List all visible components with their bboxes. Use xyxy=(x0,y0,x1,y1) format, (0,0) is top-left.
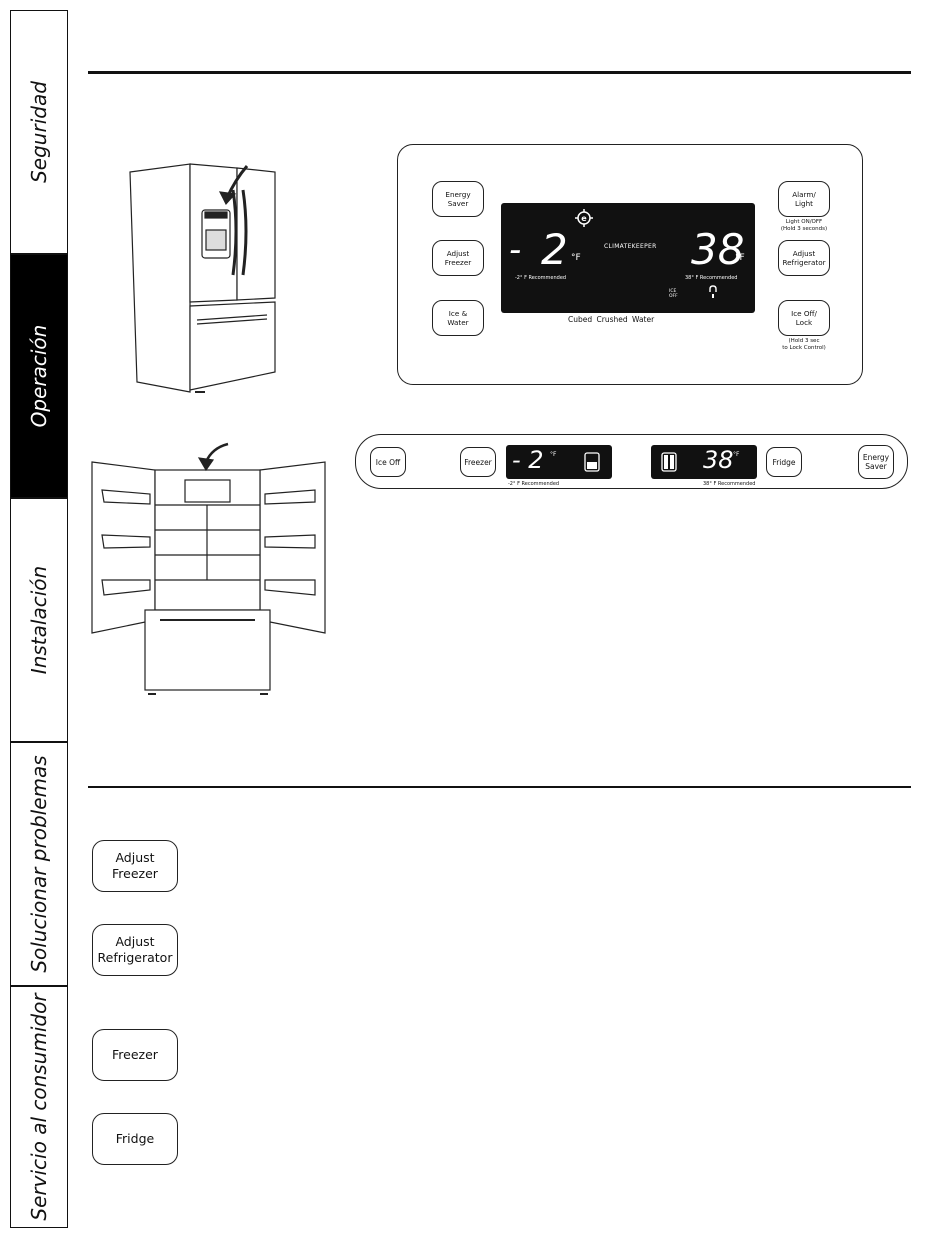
temperature-display: e - 2 °F -2° F Recommended CLIMATEKEEPER… xyxy=(501,203,755,313)
tab-label: Servicio al consumidor xyxy=(27,993,51,1221)
energy-saver-button[interactable]: Energy Saver xyxy=(432,181,484,217)
middle-rule xyxy=(88,786,911,788)
fridge-compartment-icon xyxy=(661,452,677,472)
fridge-recommended-2: 38° F Recommended xyxy=(703,481,756,487)
adjust-refrigerator-button[interactable]: Adjust Refrigerator xyxy=(778,240,830,276)
fridge-unit: °F xyxy=(735,253,745,263)
tab-label: Solucionar problemas xyxy=(27,755,51,973)
dispenser-control-panel: Energy Saver Adjust Freezer Ice & Water … xyxy=(397,144,863,385)
fridge-button[interactable]: Fridge xyxy=(766,447,802,477)
tab-operacion[interactable]: Operación xyxy=(10,254,68,498)
ice-off-button[interactable]: Ice Off xyxy=(370,447,406,477)
refrigerator-dispenser-illustration xyxy=(129,163,276,393)
alarm-light-note: Light ON/OFF (Hold 3 seconds) xyxy=(780,219,828,233)
freezer-recommended-2: -2° F Recommended xyxy=(508,481,560,487)
freezer-display: - 2 °F xyxy=(506,445,612,479)
section-sidebar: Seguridad Operación Instalación Solucion… xyxy=(10,10,68,1228)
fridge-recommended: 38° F Recommended xyxy=(685,275,738,281)
climatekeeper-label: CLIMATEKEEPER xyxy=(604,243,657,250)
freezer-sign: - xyxy=(509,230,522,270)
tab-label: Instalación xyxy=(27,565,51,675)
freezer-temperature: 2 xyxy=(541,225,568,274)
tab-servicio-al-consumidor[interactable]: Servicio al consumidor xyxy=(10,986,68,1228)
tab-instalacion[interactable]: Instalación xyxy=(10,498,68,742)
lock-icon xyxy=(709,285,717,298)
fridge-display: 38 °F xyxy=(651,445,757,479)
tab-solucionar-problemas[interactable]: Solucionar problemas xyxy=(10,742,68,986)
tab-label: Seguridad xyxy=(27,81,51,183)
freezer-display-unit: °F xyxy=(550,451,557,458)
top-rule xyxy=(88,71,911,74)
tab-label: Operación xyxy=(27,324,51,428)
refrigerator-open-illustration xyxy=(91,442,326,695)
fridge-display-value: 38 xyxy=(703,446,734,474)
freezer-recommended: -2° F Recommended xyxy=(515,275,567,281)
fridge-display-unit: °F xyxy=(733,451,740,458)
ice-off-indicator: ICE OFF xyxy=(669,289,678,300)
tab-seguridad[interactable]: Seguridad xyxy=(10,10,68,254)
adjust-freezer-button[interactable]: Adjust Freezer xyxy=(432,240,484,276)
energy-saver-icon: e xyxy=(575,209,593,227)
adjust-freezer-button-large[interactable]: Adjust Freezer xyxy=(92,840,178,892)
fridge-temperature: 38 xyxy=(691,225,745,274)
energy-saver-button-2[interactable]: Energy Saver xyxy=(858,445,894,479)
freezer-compartment-icon xyxy=(584,452,600,472)
freezer-button-large[interactable]: Freezer xyxy=(92,1029,178,1081)
svg-text:e: e xyxy=(581,214,587,223)
ice-water-button[interactable]: Ice & Water xyxy=(432,300,484,336)
fridge-button-large[interactable]: Fridge xyxy=(92,1113,178,1165)
freezer-unit: °F xyxy=(571,253,581,263)
dispenser-modes: Cubed Crushed Water xyxy=(568,315,655,324)
alarm-light-button[interactable]: Alarm/ Light xyxy=(778,181,830,217)
freezer-display-value: - 2 xyxy=(512,446,544,474)
ice-off-lock-button[interactable]: Ice Off/ Lock xyxy=(778,300,830,336)
interior-control-panel: Ice Off Freezer - 2 °F -2° F Recommended… xyxy=(355,434,908,489)
lock-note: (Hold 3 sec to Lock Control) xyxy=(782,338,826,352)
freezer-button[interactable]: Freezer xyxy=(460,447,496,477)
adjust-refrigerator-button-large[interactable]: Adjust Refrigerator xyxy=(92,924,178,976)
